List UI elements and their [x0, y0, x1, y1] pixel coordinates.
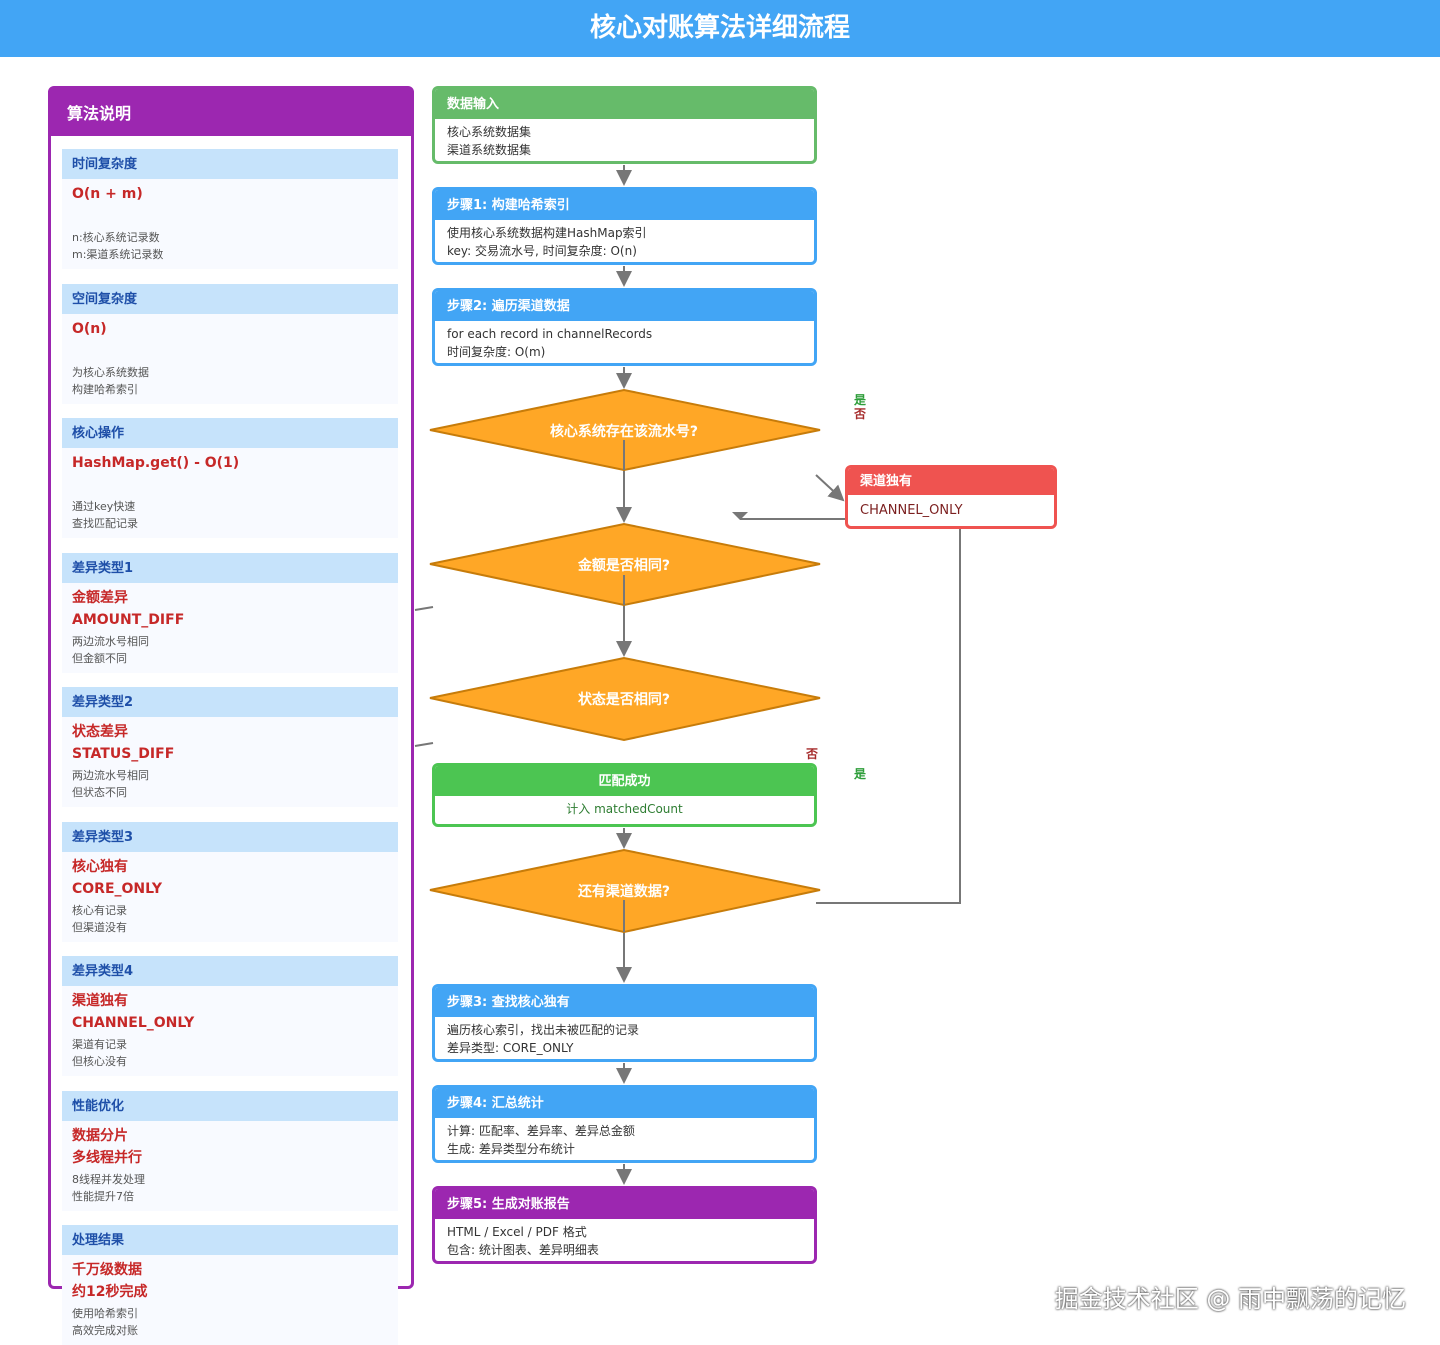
- box-body: 计入 matchedCount: [566, 802, 683, 816]
- section-header: 时间复杂度: [62, 149, 398, 179]
- decision-diamond: [429, 848, 821, 934]
- info-section: 性能优化 数据分片 多线程并行 8线程并发处理 性能提升7倍: [62, 1090, 398, 1211]
- section-header: 差异类型2: [62, 687, 398, 717]
- channel-only-box: 渠道独有 CHANNEL_ONLY: [845, 465, 1057, 529]
- box-body: 计算: 匹配率、差异率、差异总金额 生成: 差异类型分布统计: [447, 1124, 635, 1156]
- step5-box: 步骤5: 生成对账报告 HTML / Excel / PDF 格式 包含: 统计…: [432, 1186, 817, 1264]
- box-title: 数据输入: [435, 89, 814, 119]
- box-title: 步骤2: 遍历渠道数据: [435, 291, 814, 321]
- box-title: 步骤3: 查找核心独有: [435, 987, 814, 1017]
- decision1-text: 核心系统存在该流水号?: [549, 424, 699, 440]
- section-header: 差异类型1: [62, 552, 398, 583]
- box-body: HTML / Excel / PDF 格式 包含: 统计图表、差异明细表: [447, 1225, 599, 1257]
- info-section: 时间复杂度 O(n + m) n:核心系统记录数 m:渠道系统记录数: [62, 149, 398, 269]
- box-body: CHANNEL_ONLY: [860, 503, 963, 518]
- section-main: 核心独有 CORE_ONLY: [72, 858, 163, 897]
- section-main: 状态差异 STATUS_DIFF: [72, 724, 175, 762]
- box-body: for each record in channelRecords 时间复杂度:…: [447, 327, 653, 359]
- section-header: 差异类型3: [62, 821, 398, 852]
- section-main: 数据分片 多线程并行: [72, 1127, 142, 1166]
- decision-diamond: [429, 388, 821, 472]
- section-desc: 渠道有记录 但核心没有: [72, 1038, 127, 1068]
- loop-connector: [740, 518, 961, 904]
- yes-label: 是: [854, 393, 867, 407]
- section-header: 空间复杂度: [62, 283, 398, 314]
- section-desc: 两边流水号相同 但状态不同: [72, 769, 149, 799]
- stub: [414, 742, 434, 747]
- box-title: 步骤5: 生成对账报告: [435, 1189, 814, 1219]
- watermark: 掘金技术社区 @ 雨中飘荡的记忆: [1054, 1285, 1406, 1313]
- section-desc: 通过key快速 查找匹配记录: [72, 500, 138, 530]
- box-title: 步骤1: 构建哈希索引: [435, 190, 814, 220]
- section-desc: 为核心系统数据 构建哈希索引: [72, 365, 149, 396]
- step1-box: 步骤1: 构建哈希索引 使用核心系统数据构建HashMap索引 key: 交易流…: [432, 187, 817, 265]
- info-section: 差异类型1 金额差异 AMOUNT_DIFF 两边流水号相同 但金额不同: [62, 552, 398, 673]
- decision4-text: 还有渠道数据?: [577, 884, 671, 900]
- match-success-box: 匹配成功 计入 matchedCount: [432, 763, 817, 827]
- box-title: 步骤4: 汇总统计: [435, 1088, 814, 1118]
- info-section: 差异类型4 渠道独有 CHANNEL_ONLY 渠道有记录 但核心没有: [62, 956, 398, 1076]
- algorithm-panel-title: 算法说明: [50, 88, 412, 136]
- info-section: 空间复杂度 O(n) 为核心系统数据 构建哈希索引: [62, 283, 398, 404]
- section-header: 差异类型4: [62, 956, 398, 986]
- section-main: 金额差异 AMOUNT_DIFF: [72, 589, 185, 628]
- arrow: [815, 474, 845, 502]
- section-header: 核心操作: [62, 418, 398, 448]
- section-desc: 8线程并发处理 性能提升7倍: [72, 1172, 145, 1203]
- stub: [414, 606, 434, 611]
- section-header: 性能优化: [62, 1090, 398, 1121]
- section-main: O(n): [72, 320, 107, 337]
- box-body: 使用核心系统数据构建HashMap索引 key: 交易流水号, 时间复杂度: O…: [447, 226, 647, 258]
- section-header: 处理结果: [62, 1225, 398, 1255]
- section-main: 千万级数据 约12秒完成: [72, 1262, 148, 1300]
- box-body: 核心系统数据集 渠道系统数据集: [447, 125, 532, 157]
- section-desc: 两边流水号相同 但金额不同: [72, 634, 149, 665]
- no-label: 否: [854, 407, 867, 421]
- data-input-box: 数据输入 核心系统数据集 渠道系统数据集: [432, 86, 817, 164]
- box-body: 遍历核心索引，找出未被匹配的记录 差异类型: CORE_ONLY: [447, 1023, 640, 1055]
- decision3-text: 状态是否相同?: [577, 692, 671, 708]
- step2-box: 步骤2: 遍历渠道数据 for each record in channelRe…: [432, 288, 817, 366]
- section-main: 渠道独有 CHANNEL_ONLY: [72, 993, 195, 1031]
- section-main: HashMap.get() - O(1): [72, 455, 240, 471]
- info-section: 处理结果 千万级数据 约12秒完成 使用哈希索引 高效完成对账: [62, 1225, 398, 1345]
- section-desc: n:核心系统记录数 m:渠道系统记录数: [72, 231, 164, 261]
- decision-diamond: [429, 522, 821, 607]
- section-main: O(n + m): [72, 186, 143, 202]
- section-desc: 使用哈希索引 高效完成对账: [72, 1307, 138, 1337]
- arrowhead: [732, 512, 748, 520]
- info-section: 差异类型2 状态差异 STATUS_DIFF 两边流水号相同 但状态不同: [62, 687, 398, 807]
- decision2-text: 金额是否相同?: [577, 558, 671, 574]
- no-label: 否: [806, 747, 819, 761]
- info-section: 差异类型3 核心独有 CORE_ONLY 核心有记录 但渠道没有: [62, 821, 398, 942]
- yes-label: 是: [854, 767, 867, 781]
- step3-box: 步骤3: 查找核心独有 遍历核心索引，找出未被匹配的记录 差异类型: CORE_…: [432, 984, 817, 1062]
- page-title: 核心对账算法详细流程: [0, 0, 1440, 57]
- section-desc: 核心有记录 但渠道没有: [72, 903, 127, 934]
- box-title: 匹配成功: [435, 766, 814, 796]
- step4-box: 步骤4: 汇总统计 计算: 匹配率、差异率、差异总金额 生成: 差异类型分布统计: [432, 1085, 817, 1163]
- box-title: 渠道独有: [848, 468, 1054, 495]
- info-section: 核心操作 HashMap.get() - O(1) 通过key快速 查找匹配记录: [62, 418, 398, 538]
- decision-diamond: [429, 656, 821, 742]
